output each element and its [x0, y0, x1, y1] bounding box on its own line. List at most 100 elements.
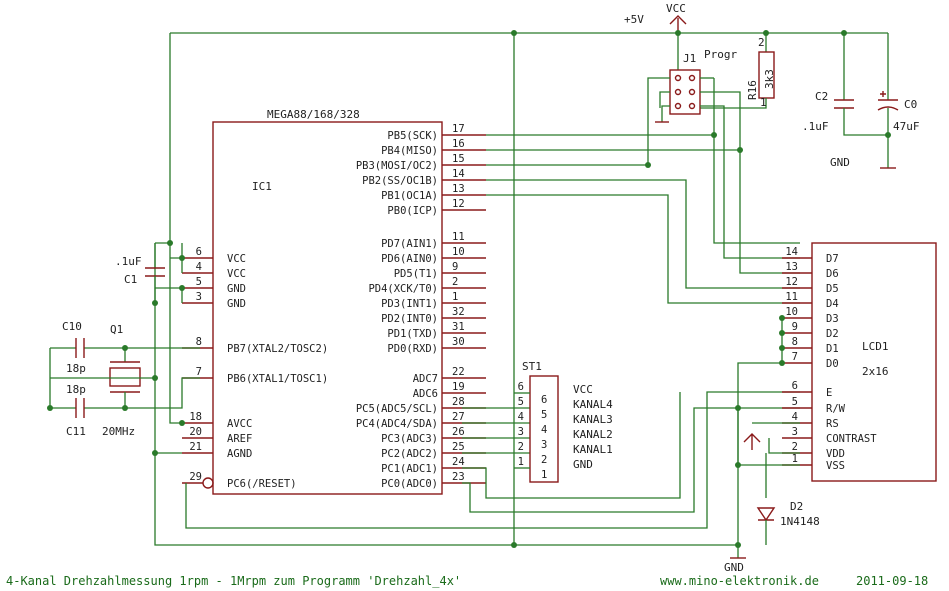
gnd-label-top: GND — [830, 156, 850, 169]
ic1-pin-name: PC6(/RESET) — [227, 478, 297, 490]
ic1-pin-number: 12 — [452, 198, 465, 210]
ic1-pin-name: PB7(XTAL2/TOSC2) — [227, 343, 328, 355]
xtal-gnd-net — [49, 348, 155, 408]
ic1-pin-name: PB6(XTAL1/TOSC1) — [227, 373, 328, 385]
lcd-pin-name: D2 — [826, 328, 839, 340]
lcd-pin-name: R/W — [826, 403, 846, 415]
junction — [737, 147, 743, 153]
c0-name: C0 — [904, 98, 917, 111]
lcd-pin-name: RS — [826, 418, 839, 430]
lcd-pin-number: 5 — [792, 396, 798, 408]
r16-pin1: 1 — [760, 96, 767, 109]
st1-connector: ST1 66VCC55KANAL444KANAL333KANAL222KANAL… — [514, 360, 613, 483]
c11-value: 18p — [66, 383, 86, 396]
ic1-pin-number: 9 — [452, 261, 458, 273]
lcd1-type: 2x16 — [862, 365, 889, 378]
ic1-pin-number: 27 — [452, 411, 465, 423]
crystal-q1: Q1 20MHz — [102, 323, 200, 438]
junction — [179, 285, 185, 291]
st1-pin-name: KANAL2 — [573, 428, 613, 441]
st1-name: ST1 — [522, 360, 542, 373]
ic1-pin-name: PB1(OC1A) — [381, 190, 438, 202]
st1-pin-name: KANAL4 — [573, 398, 613, 411]
lcd-pin-number: 4 — [792, 411, 798, 423]
junction — [735, 405, 741, 411]
junction — [511, 542, 517, 548]
lcd-pin-name: E — [826, 387, 832, 399]
ic1-pin-number: 31 — [452, 321, 465, 333]
ic1-pin-name: PB3(MOSI/OC2) — [356, 160, 438, 172]
ic1-pin-name: PB0(ICP) — [387, 205, 438, 217]
ic1-pin-name: ADC7 — [413, 373, 438, 385]
lcd1: LCD1 2x16 14D713D612D511D410D39D28D17D06… — [782, 242, 937, 482]
r16-pin2: 2 — [758, 36, 765, 49]
ic1-pin-name: PD1(TXD) — [387, 328, 438, 340]
junction — [179, 420, 185, 426]
c11-capacitor: 18p C11 — [50, 383, 125, 438]
junction — [47, 405, 53, 411]
ic1-pin-number: 21 — [189, 441, 202, 453]
st1-pin-number: 4 — [518, 411, 524, 423]
junction — [645, 162, 651, 168]
lcd-pin-name: D4 — [826, 298, 839, 310]
ic1-pin-number: 5 — [196, 276, 202, 288]
lcd-pin-number: 1 — [792, 453, 798, 465]
c2-value: .1uF — [802, 120, 829, 133]
c2-name: C2 — [815, 90, 828, 103]
ic1-pin-name: PB5(SCK) — [387, 130, 438, 142]
ic1-pin-name: PC3(ADC3) — [381, 433, 438, 445]
lcd-pin-number: 7 — [792, 351, 798, 363]
reset-inversion-bubble — [202, 477, 214, 489]
lcd-pin-name: D5 — [826, 283, 839, 295]
footer-title: 4-Kanal Drehzahlmessung 1rpm - 1Mrpm zum… — [6, 574, 461, 588]
ic1-pin-name: PD7(AIN1) — [381, 238, 438, 250]
st1-pin-name: KANAL1 — [573, 443, 613, 456]
ic1-pin-number: 7 — [196, 366, 202, 378]
lcd-pin-number: 9 — [792, 321, 798, 333]
j1-label: Progr — [704, 48, 737, 61]
lcd1-pins: 14D713D612D511D410D39D28D17D06E5R/W4RS3C… — [782, 246, 877, 472]
ic1-pin-number: 28 — [452, 396, 465, 408]
ic1: MEGA88/168/328 IC1 6VCC4VCC5GND3GND8PB7(… — [182, 108, 486, 495]
j1-name: J1 — [683, 52, 696, 65]
ic1-pin-number: 22 — [452, 366, 465, 378]
ic1-pin-number: 8 — [196, 336, 202, 348]
junction — [779, 360, 785, 366]
ic1-pin-number: 24 — [452, 456, 465, 468]
junction — [735, 462, 741, 468]
junction — [179, 255, 185, 261]
lcd1-name: LCD1 — [862, 340, 889, 353]
c0-value: 47uF — [893, 120, 920, 133]
junction — [152, 450, 158, 456]
vcc-symbol: VCC +5V — [624, 2, 687, 33]
d2-value: 1N4148 — [780, 515, 820, 528]
ic1-pin-name: PC0(ADC0) — [381, 478, 438, 490]
ic1-pin-name: PD2(INT0) — [381, 313, 438, 325]
vcc-label: VCC — [666, 2, 686, 15]
lcd-pin-number: 11 — [785, 291, 798, 303]
q1-value: 20MHz — [102, 425, 135, 438]
ic1-pin-name: PB2(SS/OC1B) — [362, 175, 438, 187]
st1-pin-inner-number: 5 — [541, 409, 547, 421]
junction — [167, 240, 173, 246]
ic1-pin-number: 20 — [189, 426, 202, 438]
junction — [735, 542, 741, 548]
ic1-pin-number: 14 — [452, 168, 465, 180]
junction — [122, 405, 128, 411]
ic1-pin-number: 17 — [452, 123, 465, 135]
st1-pin-number: 2 — [518, 441, 524, 453]
junction — [152, 375, 158, 381]
ic1-pin-number: 4 — [196, 261, 202, 273]
plus5v-label: +5V — [624, 13, 644, 26]
st1-pin-inner-number: 2 — [541, 454, 547, 466]
ic1-pin-number: 15 — [452, 153, 465, 165]
ic1-pin-name: VCC — [227, 253, 246, 265]
ic1-pin-name: AREF — [227, 433, 252, 445]
lcd-pin-name: D0 — [826, 358, 839, 370]
ic1-pin-name: GND — [227, 283, 246, 295]
st1-pin-number: 1 — [518, 456, 524, 468]
lcd-pin-number: 8 — [792, 336, 798, 348]
lcd-pin-number: 12 — [785, 276, 798, 288]
